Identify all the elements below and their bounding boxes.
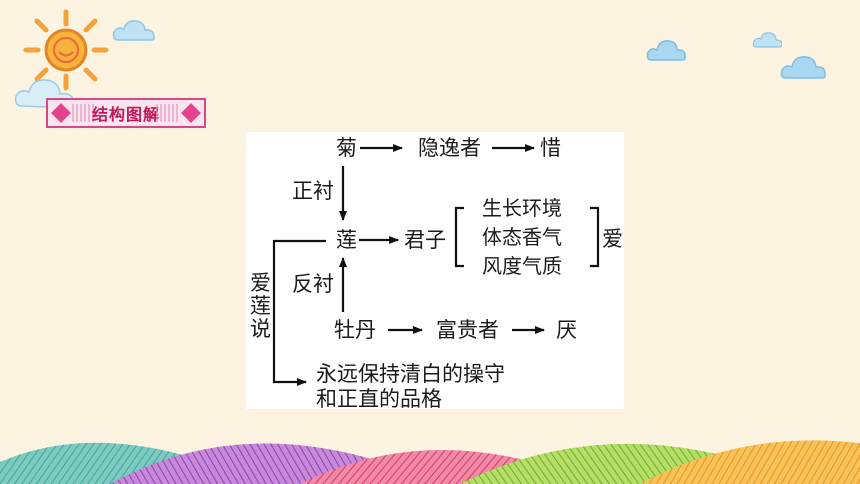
label-love: 爱 (602, 227, 623, 251)
sun-icon (23, 9, 109, 91)
node-recluse: 隐逸者 (418, 136, 481, 160)
hatch-decoration (156, 104, 180, 122)
conclusion-line-1: 永远保持清白的操守 (316, 362, 505, 386)
diamond-icon (181, 103, 201, 123)
title-vertical: 爱莲说 (250, 271, 271, 342)
section-title: 结构图解 (91, 105, 160, 124)
left-bracket (454, 206, 464, 268)
node-peony: 牡丹 (334, 318, 376, 342)
node-pity: 惜 (540, 136, 561, 160)
quality-item: 风度气质 (482, 254, 562, 278)
conclusion-line-2: 和正直的品格 (316, 387, 442, 411)
cloud-icon (646, 40, 686, 61)
node-disdain: 厌 (556, 318, 577, 342)
arrow-bracket (272, 239, 326, 386)
cloud-icon (752, 32, 782, 48)
cloud-icon (112, 20, 155, 41)
label-foil-negative: 反衬 (292, 272, 334, 296)
label-foil-positive: 正衬 (292, 179, 334, 203)
hills-decoration (0, 440, 860, 484)
quality-item: 生长环境 (482, 196, 562, 220)
diagram-connectors (272, 144, 600, 386)
cloud-icon (780, 56, 826, 79)
node-lotus: 莲 (336, 228, 357, 252)
node-wealthy: 富贵者 (436, 318, 499, 342)
structure-diagram: 菊 隐逸者 惜 正衬 莲 君子 生长环境 体态香气 风度气质 爱 反衬 牡丹 富… (246, 132, 624, 411)
node-gentleman: 君子 (404, 228, 446, 252)
right-bracket (590, 206, 600, 268)
section-banner: 结构图解 (46, 98, 206, 128)
hatch-decoration (72, 104, 96, 122)
diamond-icon (51, 103, 71, 123)
node-chrysanthemum: 菊 (336, 136, 357, 160)
quality-item: 体态香气 (482, 225, 562, 249)
